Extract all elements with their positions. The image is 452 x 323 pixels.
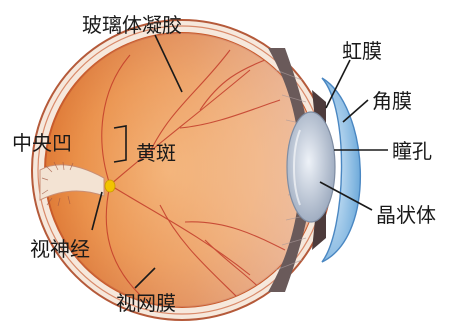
- macula-spot: [105, 180, 115, 192]
- label-pupil: 瞳孔: [392, 139, 432, 163]
- label-fovea: 中央凹: [12, 131, 72, 155]
- lens: [287, 112, 335, 222]
- label-iris: 虹膜: [342, 39, 382, 63]
- label-retina: 视网膜: [116, 291, 176, 315]
- label-cornea: 角膜: [372, 89, 412, 113]
- label-macula: 黄斑: [136, 141, 176, 165]
- label-lens: 晶状体: [376, 203, 436, 227]
- label-vitreous: 玻璃体凝胶: [82, 13, 182, 37]
- label-optic-nerve: 视神经: [30, 237, 90, 261]
